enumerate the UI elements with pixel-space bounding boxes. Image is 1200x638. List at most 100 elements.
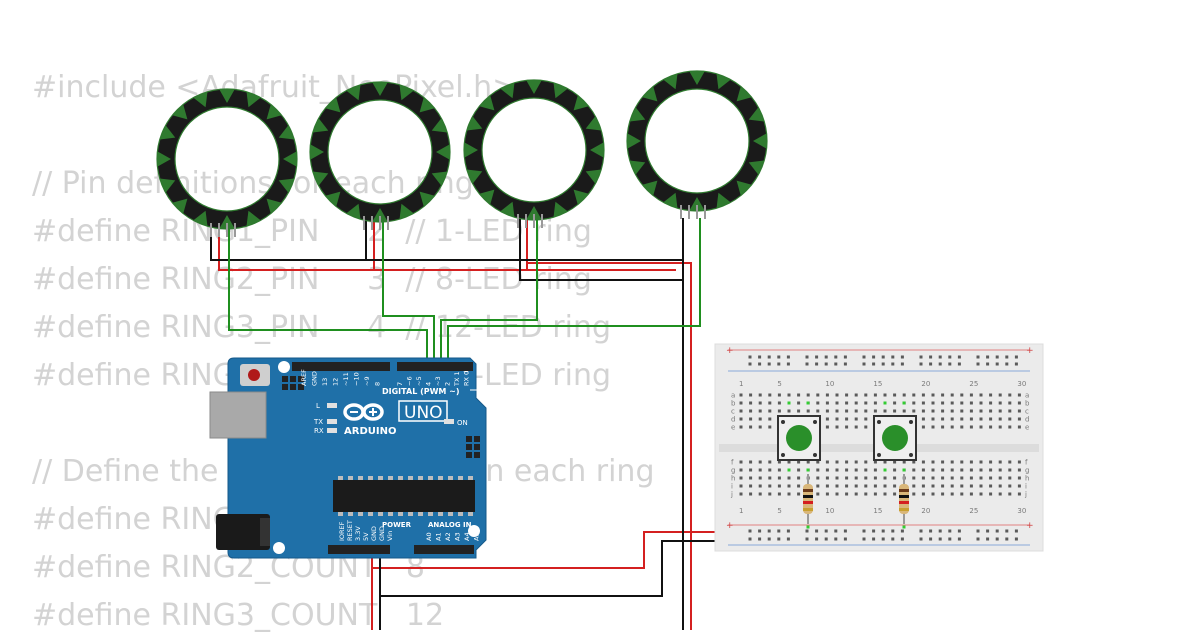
bb-col-number: 5 — [777, 380, 781, 388]
arduino-pin-label: ~5 — [415, 376, 423, 386]
bb-col-number: 1 — [739, 380, 743, 388]
ring-led — [553, 82, 568, 99]
ring-led — [553, 201, 568, 218]
pushbutton-2[interactable] — [873, 415, 917, 461]
led-tx-label: TX — [313, 418, 323, 426]
bb-col-number: 25 — [969, 507, 978, 515]
rail-plus-label: + — [726, 346, 734, 356]
ring-led — [573, 95, 589, 111]
ring-led — [748, 160, 765, 175]
header-right — [397, 362, 473, 371]
power-pin-label: 5V — [362, 532, 370, 541]
rail-plus-label: + — [726, 521, 734, 531]
pushbutton-cap — [882, 425, 908, 451]
ring-led — [219, 215, 235, 229]
ring-led — [436, 144, 450, 160]
ring-led — [266, 198, 282, 214]
bb-col-number: 30 — [1017, 507, 1026, 515]
analog-header-label: ANALOG IN — [428, 521, 472, 529]
ring-led — [157, 151, 171, 167]
ring-led — [372, 208, 388, 222]
analog-header — [414, 545, 474, 554]
power-pin-label: RESET — [346, 520, 354, 541]
ring-led — [419, 97, 435, 113]
led-rx — [327, 428, 337, 433]
ring-led — [642, 180, 658, 196]
ring-led — [629, 107, 646, 122]
ring-led — [372, 82, 388, 96]
wire-5v-arduino — [371, 531, 752, 569]
ring-led — [526, 206, 542, 220]
bb-col-number: 10 — [825, 380, 834, 388]
pushbutton-cap — [786, 425, 812, 451]
arduino-pin-label: 8 — [374, 382, 382, 386]
wire-data-ring4 — [447, 218, 701, 365]
power-pin-label: Vin — [386, 531, 394, 541]
resistor-2 — [899, 474, 909, 524]
ring-led — [193, 91, 208, 108]
ring-led — [629, 160, 646, 175]
mount-hole — [468, 525, 480, 537]
analog-pin-label: A0 — [425, 532, 433, 541]
ring-led — [585, 116, 602, 131]
ring-led — [193, 210, 208, 227]
ring-led — [585, 169, 602, 184]
analog-pin-label: A2 — [444, 532, 452, 541]
bb-row-letter: i — [1025, 483, 1027, 491]
digital-header-label: DIGITAL (PWM ~) — [382, 387, 460, 396]
ring-led — [246, 91, 261, 108]
ring-led — [419, 191, 435, 207]
analog-pin-label: A4 — [463, 532, 471, 541]
led-l — [327, 403, 337, 408]
ring-led — [266, 104, 282, 120]
code-line-4: #define RING1_PIN 2 // 1-LED ring — [32, 214, 592, 249]
bb-col-number: 5 — [777, 507, 781, 515]
ring-led — [466, 116, 483, 131]
usb-connector — [209, 391, 267, 439]
arduino-pin-label: 12 — [332, 378, 340, 386]
ring-led — [283, 151, 297, 167]
ring-led — [716, 192, 731, 209]
led-on-label: ON — [457, 419, 468, 427]
bb-row-letter: b — [1025, 400, 1030, 408]
arduino-pin-label: ~9 — [363, 376, 371, 386]
bb-row-letter: j — [730, 491, 733, 499]
code-line-12: #define RING3_COUNT 12 — [32, 598, 445, 633]
ring-led — [278, 125, 295, 140]
power-header-label: POWER — [382, 521, 412, 529]
neopixel-ring — [156, 88, 298, 237]
arduino-pin-label: ~6 — [406, 376, 414, 386]
code-line-6: #define RING3_PIN 4 // 12-LED ring — [32, 310, 612, 345]
ring-led — [689, 197, 705, 211]
ring-led — [346, 203, 361, 220]
bb-row-letter: b — [731, 400, 736, 408]
wires — [210, 218, 887, 630]
bb-row-letter: d — [1025, 416, 1029, 424]
bb-col-number: 30 — [1017, 380, 1026, 388]
arduino-pin-label: 4 — [425, 382, 433, 386]
bb-row-letter: h — [1025, 475, 1029, 483]
pushbutton-1[interactable] — [777, 415, 821, 461]
bb-col-number: 20 — [921, 380, 930, 388]
ring-led — [325, 191, 341, 207]
neopixel-ring — [626, 70, 768, 219]
wire-5v-bus — [527, 262, 692, 630]
bb-row-letter: h — [731, 475, 735, 483]
ring-led — [399, 203, 414, 220]
ring-led — [526, 80, 542, 94]
analog-pin-label: A1 — [435, 532, 443, 541]
bb-row-letter: g — [1025, 467, 1029, 475]
ring-led — [736, 86, 752, 102]
ring-led — [479, 95, 495, 111]
bb-row-letter: e — [1025, 424, 1029, 432]
bb-row-letter: e — [731, 424, 735, 432]
neopixel-rings — [156, 70, 768, 237]
neopixel-ring — [309, 81, 451, 230]
ring-led — [431, 171, 448, 186]
header-left — [292, 362, 390, 371]
arduino-logo-icon — [343, 403, 384, 421]
power-pin-label: 3.3V — [354, 526, 362, 541]
analog-pin-label: A3 — [454, 532, 462, 541]
